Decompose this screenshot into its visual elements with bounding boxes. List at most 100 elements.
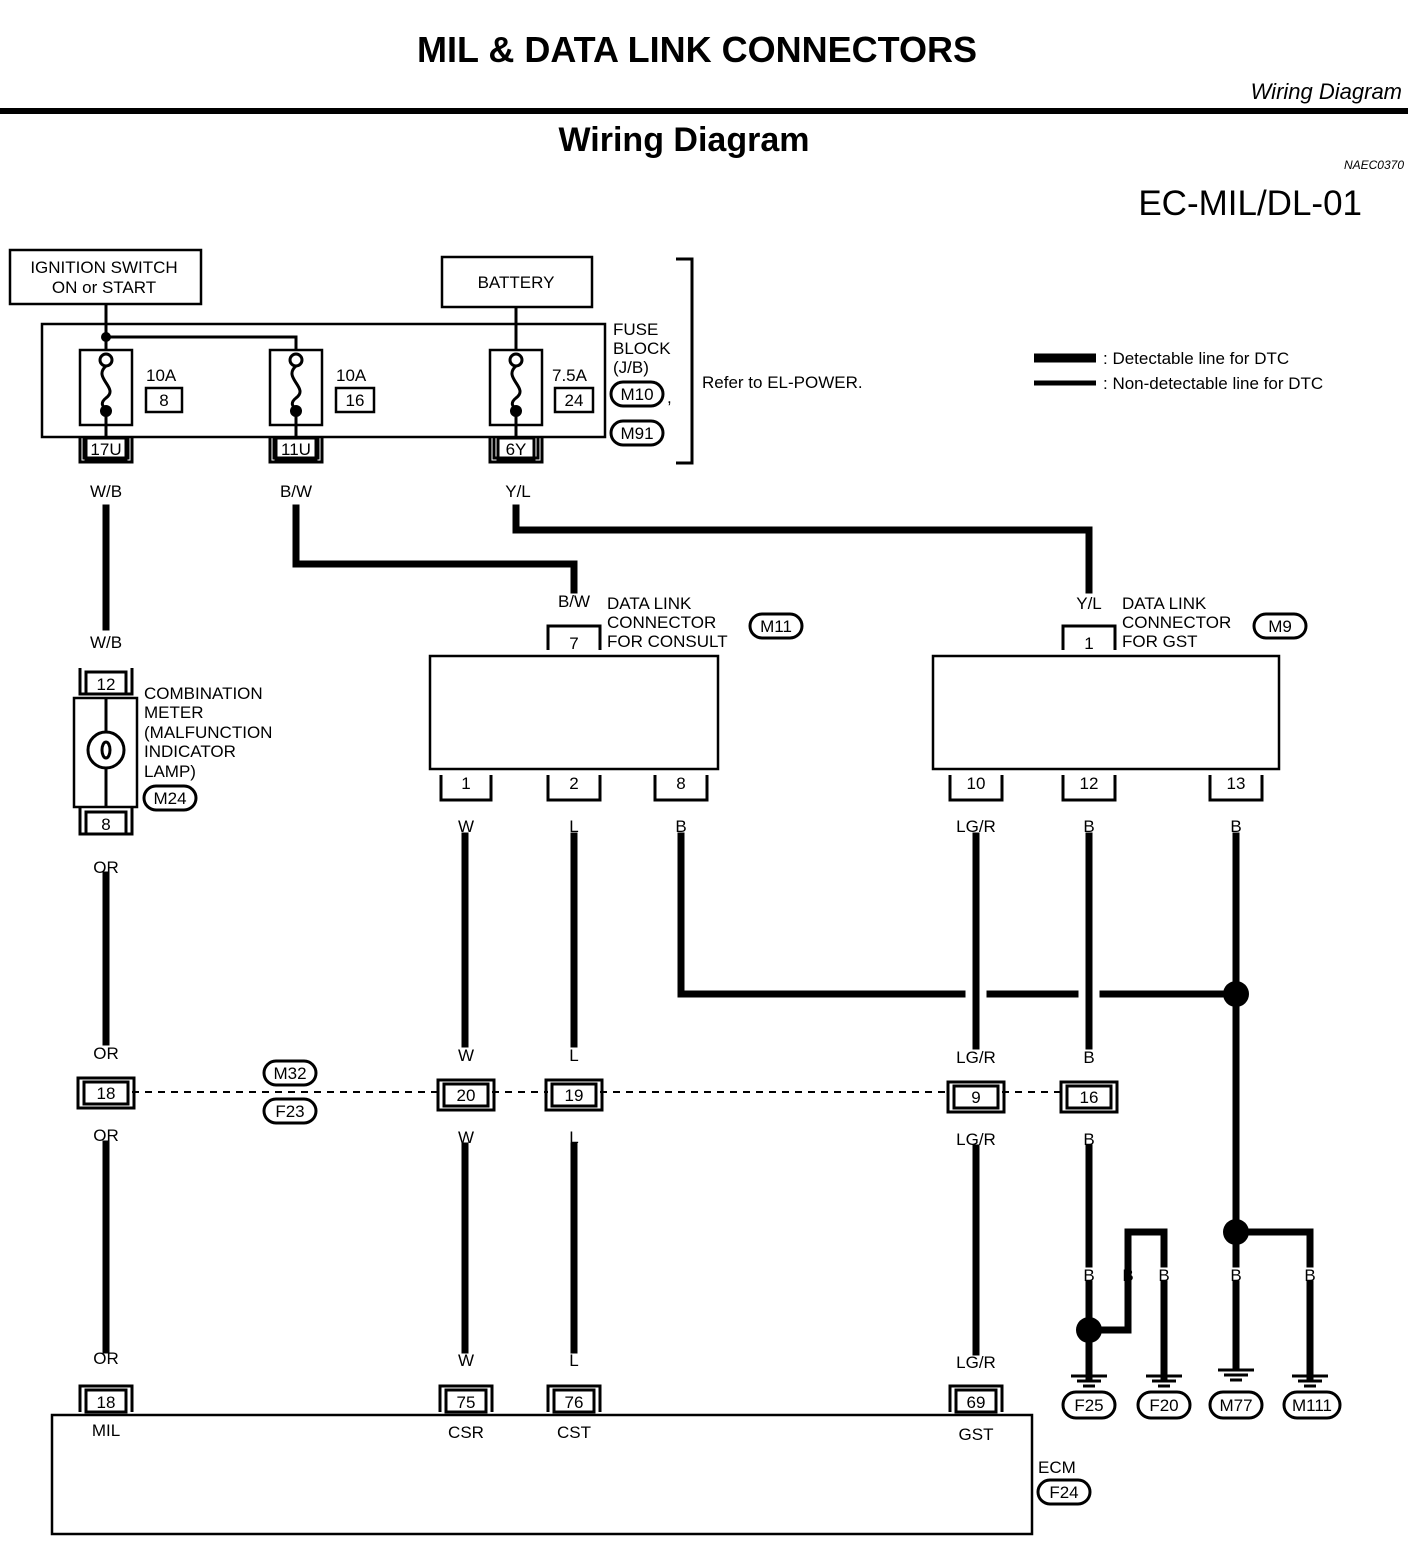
- fuse-1-pin: 17U: [90, 440, 121, 459]
- ecm-pin-name-csr: CSR: [448, 1423, 484, 1442]
- dlc-gst-label-3: FOR GST: [1122, 632, 1198, 651]
- dlc-consult-pin-1: 1: [461, 774, 470, 793]
- ref-code: NAEC0370: [1344, 158, 1404, 172]
- ground-symbol-icon: [1218, 1368, 1254, 1382]
- ecm-pin-name-mil: MIL: [92, 1421, 120, 1440]
- dlc-consult-wire-1: W: [458, 817, 474, 836]
- ecm-pin-75: 75: [457, 1393, 476, 1412]
- fuse-3-number: 24: [565, 391, 584, 410]
- fuse-1-number: 8: [159, 391, 168, 410]
- fuse-block-refer: Refer to EL-POWER.: [702, 373, 863, 392]
- meter-connector: M24: [153, 789, 186, 808]
- ecm-connector: F24: [1049, 1483, 1078, 1502]
- ecm-wire-cst: L: [569, 1351, 578, 1370]
- ground-wire-2: B: [1122, 1266, 1133, 1285]
- ground-connector-f25: F25: [1074, 1396, 1103, 1415]
- diagram-heading: Wiring Diagram: [559, 121, 810, 159]
- dlc-consult-wire-2: L: [569, 817, 578, 836]
- dlc-gst-wire-13: B: [1230, 817, 1241, 836]
- dlc-consult-pin-2: 2: [569, 774, 578, 793]
- wires: [102, 504, 1314, 1380]
- joint-pin-20: 20: [457, 1086, 476, 1105]
- joint-pin-19: 19: [565, 1086, 584, 1105]
- ground-symbol-icon: [1146, 1374, 1182, 1388]
- meter-label-5: LAMP): [144, 762, 196, 781]
- dlc-consult-label-3: FOR CONSULT: [607, 632, 728, 651]
- joint-19-wire-top: L: [569, 1046, 578, 1065]
- fuse-3-pin: 6Y: [506, 440, 527, 459]
- ground-connector-f20: F20: [1149, 1396, 1178, 1415]
- ignition-switch: IGNITION SWITCH ON or START: [8, 248, 203, 306]
- fuse-3-wire: Y/L: [505, 482, 531, 501]
- ecm-wire-csr: W: [458, 1351, 474, 1370]
- ecm-wire-gst: LG/R: [956, 1353, 996, 1372]
- ecm-pin-76: 76: [565, 1393, 584, 1412]
- legend-detectable: : Detectable line for DTC: [1103, 349, 1289, 368]
- dlc-gst-pin-12: 12: [1080, 774, 1099, 793]
- dlc-gst-wire-in: Y/L: [1076, 594, 1102, 613]
- joint-18-wire-bottom: OR: [93, 1126, 119, 1145]
- dlc-gst-connector: M9: [1268, 617, 1292, 636]
- dlc-gst-pin-in: 1: [1084, 634, 1093, 653]
- joint-connector-f23: F23: [275, 1102, 304, 1121]
- joint-connector: M32 F23 OR 18 OR W 20 W L 19 L LG/R 9 LG…: [76, 1044, 1119, 1149]
- fuse-block-label-2: BLOCK: [613, 339, 671, 358]
- meter-label-3: (MALFUNCTION: [144, 723, 272, 742]
- fuse-block-connector-1: M10: [620, 385, 653, 404]
- joint-20-wire-top: W: [458, 1046, 474, 1065]
- dlc-consult-wire-in: B/W: [558, 592, 590, 611]
- meter-wire-in: W/B: [90, 633, 122, 652]
- dlc-consult-label-1: DATA LINK: [607, 594, 692, 613]
- joint-19-wire-bottom: L: [569, 1128, 578, 1147]
- legend-non-detectable: : Non-detectable line for DTC: [1103, 374, 1323, 393]
- ground-connector-m111: M111: [1292, 1396, 1332, 1415]
- fuse-block-label-1: FUSE: [613, 320, 658, 339]
- ground-symbol-icon: [1292, 1374, 1328, 1388]
- ground-symbol-icon: [1071, 1374, 1107, 1388]
- battery-label: BATTERY: [478, 273, 555, 292]
- ground-wire-1: B: [1083, 1266, 1094, 1285]
- meter-label-2: METER: [144, 703, 204, 722]
- fuse-block: 10A 8 10A 16 7.5A 24 FUSE BLOCK (J/B) M1…: [40, 257, 863, 501]
- battery: BATTERY: [440, 255, 594, 309]
- fuse-1-wire: W/B: [90, 482, 122, 501]
- joint-9-wire-top: LG/R: [956, 1048, 996, 1067]
- fuse-block-comma: ,: [667, 388, 672, 407]
- dlc-gst-wire-10: LG/R: [956, 817, 996, 836]
- combination-meter: 12 8 COMBINATION METER (MALFUNCTION INDI…: [72, 668, 272, 836]
- page-title: MIL & DATA LINK CONNECTORS: [417, 29, 977, 70]
- joint-9-wire-bottom: LG/R: [956, 1130, 996, 1149]
- ground-connector-m77: M77: [1219, 1396, 1252, 1415]
- fuse-3-amps: 7.5A: [552, 366, 588, 385]
- fuse-block-connector-2: M91: [620, 424, 653, 443]
- ecm-pin-18: 18: [97, 1393, 116, 1412]
- fuse-2-wire: B/W: [280, 482, 312, 501]
- grounds: B B B B B F25 F20 M77: [1061, 1266, 1342, 1420]
- meter-label-4: INDICATOR: [144, 742, 236, 761]
- section-tag: Wiring Diagram: [1251, 79, 1402, 104]
- fuse-2-pin: 11U: [281, 440, 311, 459]
- fuse-2-number: 16: [346, 391, 365, 410]
- joint-16-wire-bottom: B: [1083, 1130, 1094, 1149]
- joint-18-wire-top: OR: [93, 1044, 119, 1063]
- fuse-1-amps: 10A: [146, 366, 177, 385]
- legend: : Detectable line for DTC : Non-detectab…: [1034, 349, 1323, 393]
- meter-label-1: COMBINATION: [144, 684, 263, 703]
- ignition-label-1: IGNITION SWITCH: [30, 258, 177, 277]
- ecm: OR W L LG/R 18 75 76 69 MIL CSR CST GST …: [50, 1349, 1092, 1536]
- ecm-pin-69: 69: [967, 1393, 986, 1412]
- dlc-consult-connector: M11: [760, 617, 792, 636]
- dlc-consult: B/W 7 DATA LINK CONNECTOR FOR CONSULT M1…: [428, 592, 804, 836]
- fuse-2-amps: 10A: [336, 366, 367, 385]
- dlc-gst-pin-13: 13: [1227, 774, 1246, 793]
- fuse-block-label-3: (J/B): [613, 358, 649, 377]
- dlc-gst: Y/L 1 DATA LINK CONNECTOR FOR GST M9 10 …: [931, 594, 1308, 836]
- ecm-pin-name-cst: CST: [557, 1423, 591, 1442]
- dlc-consult-pin-8: 8: [676, 774, 685, 793]
- dlc-consult-pin-in: 7: [569, 634, 578, 653]
- ecm-wire-mil: OR: [93, 1349, 119, 1368]
- dlc-gst-label-1: DATA LINK: [1122, 594, 1207, 613]
- joint-pin-18: 18: [97, 1084, 116, 1103]
- meter-pin-out: 8: [101, 815, 110, 834]
